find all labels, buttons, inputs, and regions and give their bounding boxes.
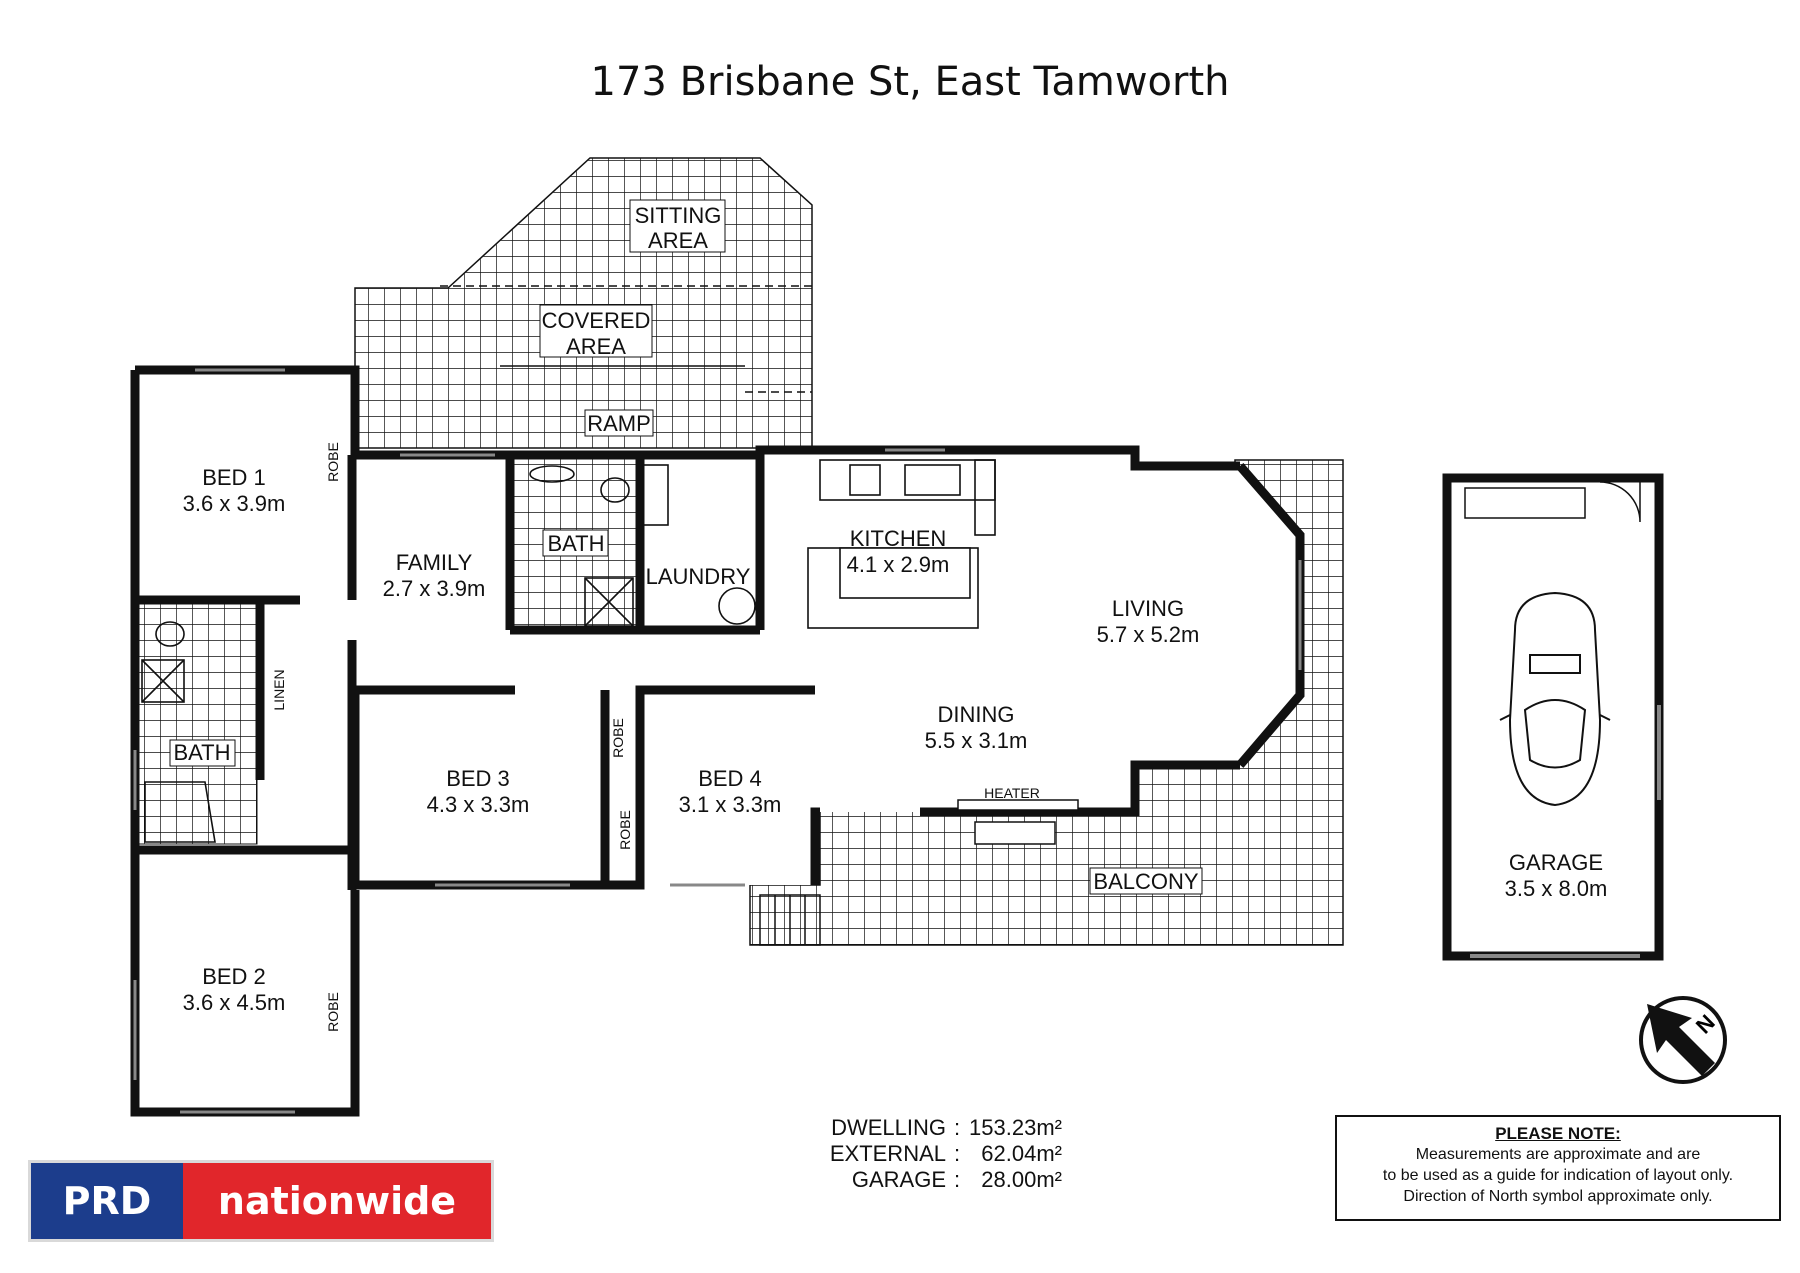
- kitchen-fixtures: [807, 459, 996, 629]
- area-row-dwelling: DWELLING: 153.23m²: [820, 1115, 1062, 1141]
- sitting-label-1: SITTING: [635, 203, 722, 228]
- family-name: FAMILY: [396, 550, 473, 575]
- kitchen-name: KITCHEN: [850, 526, 947, 551]
- garage-name: GARAGE: [1509, 850, 1603, 875]
- bed1-name: BED 1: [202, 465, 266, 490]
- bed1-size: 3.6 x 3.9m: [183, 491, 286, 516]
- bed2-name: BED 2: [202, 964, 266, 989]
- car-icon: [1499, 591, 1611, 807]
- kitchen-size: 4.1 x 2.9m: [847, 552, 950, 577]
- dining-size: 5.5 x 3.1m: [925, 728, 1028, 753]
- bed4-name: BED 4: [698, 766, 762, 791]
- sitting-label-2: AREA: [648, 228, 708, 253]
- robe-label-bed2: ROBE: [325, 992, 341, 1032]
- bed4-size: 3.1 x 3.3m: [679, 792, 782, 817]
- windows: [133, 368, 1302, 1114]
- bath-top-label: BATH: [547, 531, 604, 556]
- bed3-name: BED 3: [446, 766, 510, 791]
- area-label: DWELLING: [831, 1115, 946, 1140]
- north-compass-icon: N: [1639, 996, 1727, 1084]
- disclaimer-line: Measurements are approximate and are: [1415, 1146, 1701, 1163]
- family-size: 2.7 x 3.9m: [383, 576, 486, 601]
- area-label: EXTERNAL: [829, 1141, 946, 1166]
- robe-label-bed4: ROBE: [617, 810, 633, 850]
- area-value: 62.04m²: [981, 1141, 1062, 1166]
- robe-label-bed3: ROBE: [610, 718, 626, 758]
- heater-unit: [957, 799, 1079, 811]
- heater-label: HEATER: [984, 785, 1040, 801]
- area-value: 28.00m²: [981, 1167, 1062, 1192]
- linen-label: LINEN: [271, 669, 287, 710]
- walls: [130, 365, 1305, 1117]
- house-interior: [135, 370, 1300, 1112]
- plan-title: 173 Brisbane St, East Tamworth: [591, 59, 1230, 105]
- area-summary: DWELLING: 153.23m² EXTERNAL: 62.04m² GAR…: [820, 1115, 1062, 1193]
- bed3-size: 4.3 x 3.3m: [427, 792, 530, 817]
- garage-structure: [1442, 473, 1664, 961]
- fireplace-hearth: [974, 821, 1056, 845]
- area-row-external: EXTERNAL: 62.04m²: [820, 1141, 1062, 1167]
- bath-left-label: BATH: [173, 740, 230, 765]
- disclaimer-line: to be used as a guide for indication of …: [1382, 1167, 1734, 1184]
- covered-label-2: AREA: [566, 334, 626, 359]
- balcony-stairs: [759, 894, 821, 946]
- bath-left-tiles: [134, 601, 258, 845]
- living-size: 5.7 x 5.2m: [1097, 622, 1200, 647]
- logo-left: PRD: [31, 1163, 183, 1239]
- disclaimer-box: PLEASE NOTE: Measurements are approximat…: [1335, 1115, 1781, 1221]
- covered-area-deck: [354, 157, 813, 449]
- bath-fixtures: [141, 464, 756, 843]
- area-row-garage: GARAGE: 28.00m²: [820, 1167, 1062, 1193]
- prd-nationwide-logo: PRD nationwide: [28, 1160, 494, 1242]
- dining-name: DINING: [938, 702, 1015, 727]
- ramp-label: RAMP: [587, 411, 651, 436]
- bed2-size: 3.6 x 4.5m: [183, 990, 286, 1015]
- living-name: LIVING: [1112, 596, 1184, 621]
- disclaimer-line: Direction of North symbol approximate on…: [1403, 1188, 1713, 1205]
- area-value: 153.23m²: [969, 1115, 1062, 1140]
- robe-label-bed1: ROBE: [325, 442, 341, 482]
- room-labels: SITTING AREA COVERED AREA RAMP BED 1 3.6…: [169, 199, 1608, 1015]
- covered-label-1: COVERED: [542, 308, 651, 333]
- area-label: GARAGE: [851, 1167, 946, 1192]
- laundry-label: LAUNDRY: [646, 564, 751, 589]
- rotated-labels: ROBE LINEN ROBE ROBE ROBE: [271, 442, 633, 1032]
- garage-size: 3.5 x 8.0m: [1505, 876, 1608, 901]
- balcony-label: BALCONY: [1093, 869, 1198, 894]
- disclaimer-heading: PLEASE NOTE:: [1495, 1124, 1621, 1143]
- logo-right: nationwide: [183, 1163, 491, 1239]
